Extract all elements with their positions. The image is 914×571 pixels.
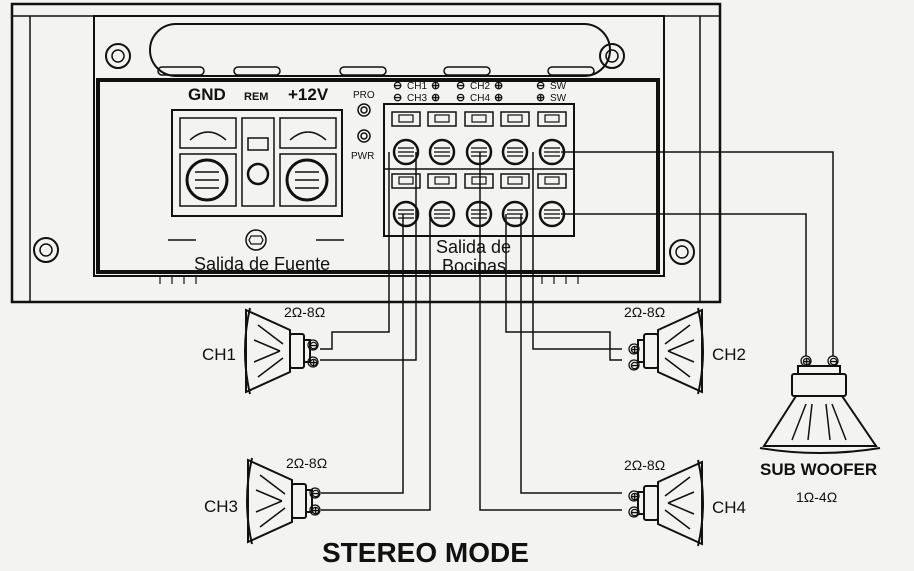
led-indicators [357,103,371,143]
svg-text:⊖: ⊖ [456,80,465,92]
fuente-label: Salida de Fuente [194,254,330,274]
svg-text:⊕: ⊕ [630,491,639,503]
speaker-terminal-header: ⊖ CH1 ⊕ ⊖ CH3 ⊕ ⊖ CH2 ⊕ ⊖ CH4 ⊕ ⊖ SW ⊕ S… [393,80,567,104]
ch3-impedance: 2Ω-8Ω [286,455,327,471]
svg-text:⊕: ⊕ [431,80,440,92]
subwoofer-label: SUB WOOFER [760,460,877,479]
ch3-label: CH3 [204,497,238,516]
ch4-impedance: 2Ω-8Ω [624,457,665,473]
svg-text:⊖: ⊖ [630,507,639,519]
svg-text:⊕: ⊕ [494,92,503,104]
svg-text:⊕: ⊕ [494,80,503,92]
ch2-impedance: 2Ω-8Ω [624,304,665,320]
svg-text:⊖: ⊖ [630,360,639,372]
svg-text:⊕: ⊕ [536,92,545,104]
subwoofer-impedance: 1Ω-4Ω [796,489,837,505]
vent-ticks [159,276,579,284]
plus12v-label: +12V [288,85,329,104]
speaker-terminal [391,173,421,228]
svg-text:CH1: CH1 [407,81,427,92]
speaker-subwoofer [759,355,881,454]
svg-text:CH4: CH4 [470,93,490,104]
pwr-led-label: PWR [351,151,374,162]
svg-text:CH2: CH2 [470,81,490,92]
screw-icon [33,43,695,265]
speaker-terminal [464,111,494,166]
speaker-terminal [500,111,530,166]
bocinas-label-line2: Bocinas [442,256,506,276]
svg-text:SW: SW [550,93,567,104]
speaker-terminal [464,173,494,228]
ch1-label: CH1 [202,345,236,364]
svg-text:SW: SW [550,81,567,92]
speaker-terminal [427,111,457,166]
speaker-ch2 [628,307,704,395]
svg-text:⊖: ⊖ [456,92,465,104]
svg-text:⊖: ⊖ [311,488,320,500]
svg-text:⊕: ⊕ [630,344,639,356]
gnd-label: GND [188,85,226,104]
speaker-ch4 [628,459,704,547]
bocinas-label-line1: Salida de [436,237,511,257]
power-terminal-block [168,109,344,251]
svg-text:⊖: ⊖ [536,80,545,92]
wires [320,151,834,511]
svg-text:⊕: ⊕ [309,357,318,369]
speaker-ch3 [246,457,321,545]
ch2-label: CH2 [712,345,746,364]
ch1-impedance: 2Ω-8Ω [284,304,325,320]
svg-text:⊕: ⊕ [802,356,811,368]
svg-text:⊕: ⊕ [311,505,320,517]
speaker-terminal [391,111,421,166]
svg-text:⊖: ⊖ [393,80,402,92]
speaker-ch1 [244,307,319,395]
rem-label: REM [244,91,268,103]
speaker-terminal [537,173,567,228]
svg-text:⊖: ⊖ [309,340,318,352]
diagram-title: STEREO MODE [322,537,529,568]
svg-text:⊕: ⊕ [431,92,440,104]
svg-text:⊖: ⊖ [393,92,402,104]
pro-led-label: PRO [353,90,375,101]
svg-text:⊖: ⊖ [829,356,838,368]
ch4-label: CH4 [712,498,746,517]
svg-text:CH3: CH3 [407,93,427,104]
speaker-terminal-block [383,103,575,237]
